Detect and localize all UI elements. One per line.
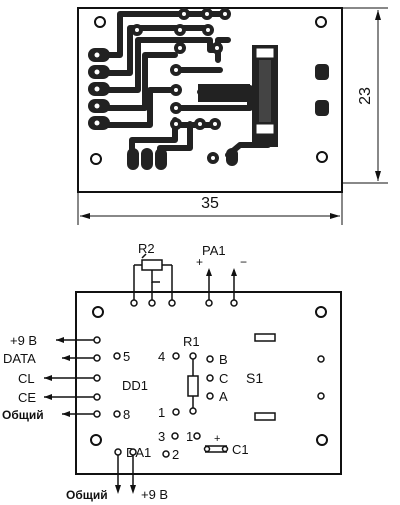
s1-pad xyxy=(254,412,276,421)
height-dimension-label: 23 xyxy=(357,87,374,105)
pa1-plus: + xyxy=(196,255,203,269)
dd1-pin-8: 8 xyxy=(123,407,130,422)
mount-hole xyxy=(92,306,104,318)
c1-capacitor xyxy=(205,445,227,453)
bottom-label-9v: +9 B xyxy=(141,487,168,502)
mount-hole xyxy=(316,434,328,446)
signal-label-ce: CE xyxy=(18,390,36,405)
switch-pin-c: C xyxy=(219,371,228,386)
r2-potentiometer xyxy=(133,253,173,302)
signal-label-common: Общий xyxy=(2,408,44,422)
signal-label-data: DATA xyxy=(3,351,36,366)
bottom-label-common: Общий xyxy=(66,488,108,502)
mount-hole xyxy=(90,153,102,165)
pa1-minus: − xyxy=(240,255,247,269)
dd1-pin-4: 4 xyxy=(158,349,165,364)
r1-label: R1 xyxy=(183,334,200,349)
pcb-top-view: 35 23 xyxy=(77,7,388,225)
dd1-label: DD1 xyxy=(122,378,148,393)
c1-polarity: + xyxy=(214,433,220,445)
da1-pin-2: 2 xyxy=(172,447,179,462)
da1-pin-3: 3 xyxy=(158,429,165,444)
dd1-pin-1: 1 xyxy=(158,405,165,420)
right-pads xyxy=(315,64,329,116)
mount-hole xyxy=(90,434,102,446)
bottom-pads xyxy=(127,148,238,170)
signal-label-cl: CL xyxy=(18,371,35,386)
copper-pad-large xyxy=(198,84,250,102)
s1-pad xyxy=(254,333,276,342)
board-outline-bottom xyxy=(75,291,342,475)
dd1-pin-5: 5 xyxy=(123,349,130,364)
switch-pin-a: A xyxy=(219,389,228,404)
mount-hole xyxy=(94,16,106,28)
round-pads xyxy=(131,8,231,164)
pcb-bottom-view: R2 PA1 + − xyxy=(2,241,342,502)
c1-label: C1 xyxy=(232,442,249,457)
switch-pin-b: B xyxy=(219,352,228,367)
mount-hole xyxy=(315,306,327,318)
mount-hole xyxy=(316,151,328,163)
r2-label: R2 xyxy=(138,241,155,256)
signal-label-9v: +9 B xyxy=(10,333,37,348)
width-dimension-label: 35 xyxy=(201,195,219,212)
s1-label: S1 xyxy=(246,370,263,386)
mount-hole xyxy=(315,16,327,28)
pa1-label: PA1 xyxy=(202,243,226,258)
da1-pin-1: 1 xyxy=(186,429,193,444)
